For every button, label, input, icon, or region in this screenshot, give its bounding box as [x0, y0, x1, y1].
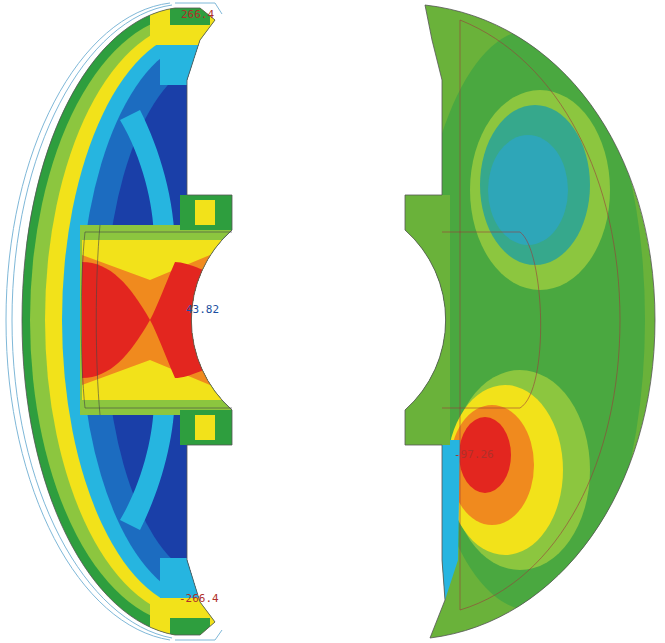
stress-min-label: -266.4 — [178, 592, 220, 605]
stress-value-label: 43.82 — [185, 303, 220, 316]
left-section — [0, 0, 350, 643]
stress-value-label: -97.26 — [453, 448, 495, 461]
right-edges — [442, 20, 620, 610]
stress-max-label: 266.4 — [180, 8, 215, 21]
right-section — [395, 0, 665, 643]
left-edges — [81, 225, 232, 415]
